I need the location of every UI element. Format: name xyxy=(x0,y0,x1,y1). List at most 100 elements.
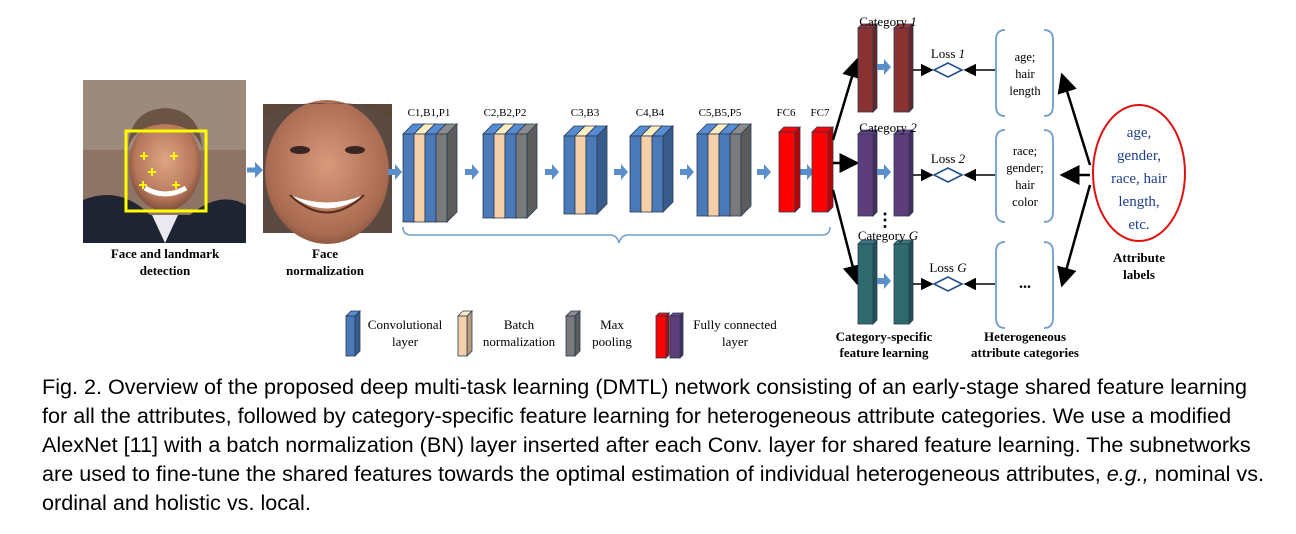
block-c2-conv-2-front xyxy=(504,133,517,219)
layer-label-c3: C3,B3 xyxy=(571,107,600,119)
cat1-fc-b xyxy=(893,23,914,113)
layer-label-c2: C2,B2,P2 xyxy=(484,107,527,119)
category-blocks xyxy=(857,23,914,325)
catg-arrow xyxy=(877,273,891,289)
block-c2-conv-0-front xyxy=(482,133,495,219)
caption-prefix: Fig. 2. Overview of the proposed deep mu… xyxy=(42,374,1251,486)
legend-conv-1: Convolutional xyxy=(368,317,443,332)
category-specific-label-2: feature learning xyxy=(840,345,929,360)
layer-label-c1: C1,B1,P1 xyxy=(408,107,451,119)
attr-group-1: age; hair length xyxy=(1009,50,1041,98)
layer-label-fc7: FC7 xyxy=(811,107,830,119)
block-c3-conv-2-side xyxy=(596,125,608,215)
cat1-fc-a xyxy=(857,23,878,113)
block-c4-batchnorm-1-front xyxy=(640,135,653,213)
block-c1-conv-0-front xyxy=(402,133,415,223)
block-c4-conv-0-front xyxy=(629,135,642,213)
attr-1-line-3: length xyxy=(1009,84,1041,98)
legend-bn-icon-front xyxy=(457,315,468,357)
cat1-arrow xyxy=(877,59,891,75)
cat2-fc-a xyxy=(857,129,878,217)
legend-icons xyxy=(345,310,684,359)
block-c2-pool-3 xyxy=(515,123,538,219)
catg-fc-a xyxy=(857,239,878,325)
block-c4-conv-2-front xyxy=(651,135,664,213)
loss-2: Loss 2 xyxy=(931,151,966,183)
face-normalization-label-2: normalization xyxy=(286,263,365,278)
legend-bn-2: normalization xyxy=(483,334,556,349)
legend-pool-icon xyxy=(565,310,581,357)
legend-bn-1: Batch xyxy=(504,317,535,332)
fc6-block xyxy=(778,126,801,213)
flow-arrow-6 xyxy=(757,164,771,180)
category-2-label: Category 2 xyxy=(859,120,917,135)
caption-eg: e.g., xyxy=(1106,461,1149,486)
attr-2-line-2: gender; xyxy=(1006,161,1043,175)
attribute-labels-ellipse xyxy=(1092,104,1186,242)
block-c2-batchnorm-1-front xyxy=(493,133,506,219)
block-c4-conv-2 xyxy=(651,125,674,213)
face-normalization-label: Face xyxy=(312,246,338,261)
fc6-block-side xyxy=(794,126,801,213)
face-detection-label: Face and landmark xyxy=(111,246,220,261)
layer-label-fc6: FC6 xyxy=(777,107,796,119)
legend-fc-icon-red-front xyxy=(655,315,667,359)
attr-label-line-1: age, xyxy=(1127,125,1152,141)
attribute-labels-caption-2: labels xyxy=(1123,267,1155,282)
cat2-fc-b-front xyxy=(893,133,910,217)
loss-2-label: Loss 2 xyxy=(931,151,966,166)
fc6-block-front xyxy=(778,131,796,213)
flow-arrow-3 xyxy=(545,164,559,180)
block-c3-conv-2 xyxy=(585,125,608,215)
loss-arrows xyxy=(913,63,995,291)
cat1-fc-b-side xyxy=(908,23,914,113)
legend-fc-2: layer xyxy=(722,334,749,349)
loss-g-diamond xyxy=(932,276,964,292)
block-c5-pool-3-front xyxy=(729,133,742,217)
cat2-fc-b-side xyxy=(908,129,914,217)
flow-arrow-7 xyxy=(800,164,814,180)
cat2-fc-b xyxy=(893,129,914,217)
attr-1-line-1: age; xyxy=(1015,50,1036,64)
cat1-fc-a-side xyxy=(872,23,878,113)
face-detection-photo xyxy=(83,80,246,243)
attr-2-line-1: race; xyxy=(1013,144,1037,158)
attr-1-line-2: hair xyxy=(1015,67,1035,81)
attr-label-line-3: race, hair xyxy=(1111,171,1167,187)
category-g-label: Category G xyxy=(858,228,919,243)
flow-arrow-5 xyxy=(680,164,694,180)
attr-label-line-2: gender, xyxy=(1117,148,1161,164)
flow-arrow-4 xyxy=(614,164,628,180)
cat2-fc-a-front xyxy=(857,133,874,217)
hetero-label: Heterogeneous xyxy=(984,329,1066,344)
landmark-markers xyxy=(139,152,180,189)
attr-label-line-4: length, xyxy=(1118,194,1159,210)
block-c1-batchnorm-1-front xyxy=(413,133,426,223)
block-c2-pool-3-side xyxy=(526,123,538,219)
block-c2-pool-3-front xyxy=(515,133,528,219)
flow-arrow-1 xyxy=(388,164,402,180)
legend-fc-icon-red xyxy=(655,312,670,359)
attr-2-line-3: hair xyxy=(1015,178,1035,192)
cat1-fc-a-front xyxy=(857,27,874,113)
flow-arrow-2 xyxy=(465,164,479,180)
attr-group-2: race; gender; hair color xyxy=(1006,144,1043,209)
block-c5-pool-3 xyxy=(729,123,752,217)
attr-brackets xyxy=(995,29,1054,329)
hetero-label-2: attribute categories xyxy=(971,345,1079,360)
legend: Convolutional layer Batch normalization … xyxy=(345,310,777,359)
legend-bn-icon xyxy=(457,310,473,357)
branch-arrows xyxy=(831,57,863,286)
attr-g-ellipsis: ... xyxy=(1019,275,1031,292)
block-c5-pool-3-side xyxy=(740,123,752,217)
block-c3-batchnorm-1-front xyxy=(574,135,587,215)
legend-fc-icon-purple xyxy=(669,312,684,359)
legend-fc-icon-purple-front xyxy=(669,315,681,359)
block-c5-conv-2-front xyxy=(718,133,731,217)
legend-pool-icon-side xyxy=(574,310,581,357)
face-detection-label-2: detection xyxy=(140,263,191,278)
loss-g-label: Loss G xyxy=(929,260,967,275)
legend-fc-1: Fully connected xyxy=(693,317,777,332)
shared-learning-brace xyxy=(402,226,831,244)
legend-conv-icon xyxy=(345,310,361,357)
